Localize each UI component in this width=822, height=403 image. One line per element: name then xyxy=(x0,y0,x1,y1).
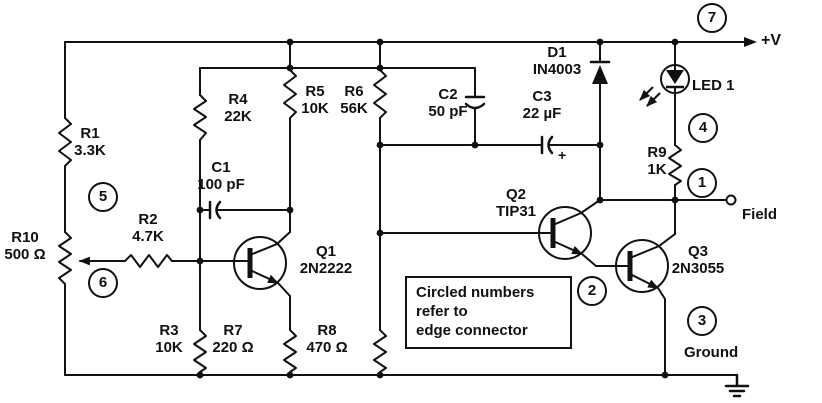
component-label-c2: C2 50 pF xyxy=(424,86,472,120)
r10-ref: R10 xyxy=(11,229,39,246)
r8-value: 470 Ω xyxy=(306,339,348,356)
component-label-q3: Q3 2N3055 xyxy=(666,243,730,277)
c1-ref: C1 xyxy=(211,159,231,176)
c3-capacitor-symbol xyxy=(540,135,554,155)
r7-ref: R7 xyxy=(223,322,243,339)
note-line-2: refer to xyxy=(416,303,468,320)
r10-potentiometer-symbol xyxy=(58,231,72,285)
c3-ref: C3 xyxy=(532,88,552,105)
r4-value: 22K xyxy=(224,108,252,125)
component-label-q2: Q2 TIP31 xyxy=(490,186,542,220)
q1-ref: Q1 xyxy=(315,243,336,260)
edge-connector-pin-4: 4 xyxy=(688,113,718,143)
q3-transistor-symbol xyxy=(615,201,676,375)
component-label-led1: LED 1 xyxy=(692,77,735,94)
c2-value: 50 pF xyxy=(428,103,468,120)
r1-ref: R1 xyxy=(80,125,100,142)
q3-value: 2N3055 xyxy=(671,260,725,277)
component-label-r6: R6 56K xyxy=(334,83,374,117)
supply-arrowhead xyxy=(744,37,757,47)
component-label-r5: R5 10K xyxy=(296,83,334,117)
led-emission-arrow xyxy=(646,92,661,107)
c3-polarity-mark: + xyxy=(558,147,567,163)
q2-transistor-symbol xyxy=(538,199,630,267)
q2-ref: Q2 xyxy=(505,186,526,203)
r6-ref: R6 xyxy=(344,83,364,100)
r6-resistor-symbol xyxy=(373,69,387,119)
edge-connector-pin-3: 3 xyxy=(687,306,717,336)
junction-dots xyxy=(196,38,679,379)
r3-resistor-symbol xyxy=(193,329,207,373)
q1-value: 2N2222 xyxy=(299,260,353,277)
component-label-r3: R3 10K xyxy=(150,322,188,356)
r5-ref: R5 xyxy=(305,83,325,100)
ground-label: Ground xyxy=(684,344,739,361)
component-label-r4: R4 22K xyxy=(216,91,260,125)
led1-symbol xyxy=(639,64,690,107)
r4-ref: R4 xyxy=(228,91,248,108)
r2-ref: R2 xyxy=(138,211,158,228)
ground-symbol xyxy=(724,373,750,398)
c2-ref: C2 xyxy=(438,86,458,103)
q3-ref: Q3 xyxy=(687,243,708,260)
led-emission-arrow xyxy=(639,86,654,101)
component-label-r7: R7 220 Ω xyxy=(206,322,260,356)
component-label-r8: R8 470 Ω xyxy=(300,322,354,356)
note-line-1: Circled numbers xyxy=(416,284,535,301)
c3-value: 22 µF xyxy=(522,105,562,122)
edge-connector-pin-1: 1 xyxy=(687,168,717,198)
r7-resistor-symbol xyxy=(283,329,297,373)
r5-resistor-symbol xyxy=(283,69,297,119)
edge-connector-pin-7: 7 xyxy=(697,3,727,33)
c1-value: 100 pF xyxy=(197,176,245,193)
note-box: Circled numbers refer to edge connector xyxy=(405,276,572,349)
component-label-r10: R10 500 Ω xyxy=(0,229,52,263)
r2-resistor-symbol xyxy=(124,254,173,268)
r3-ref: R3 xyxy=(159,322,179,339)
r4-resistor-symbol xyxy=(193,94,207,141)
r1-resistor-symbol xyxy=(58,117,72,167)
component-label-r2: R2 4.7K xyxy=(122,211,174,245)
supply-label: +V xyxy=(761,32,782,49)
r9-value: 1K xyxy=(647,161,667,178)
note-line-3: edge connector xyxy=(416,322,528,339)
d1-value: IN4003 xyxy=(532,61,582,78)
field-label: Field xyxy=(742,206,778,223)
d1-ref: D1 xyxy=(547,44,567,61)
field-terminal-circle xyxy=(725,194,737,206)
c1-capacitor-symbol xyxy=(208,200,222,220)
c2-capacitor-symbol xyxy=(464,95,486,110)
d1-diode-symbol xyxy=(589,60,611,84)
component-label-d1: D1 IN4003 xyxy=(526,44,588,78)
r5-value: 10K xyxy=(301,100,329,117)
component-label-c3: C3 22 µF xyxy=(516,88,568,122)
r2-value: 4.7K xyxy=(132,228,164,245)
component-label-c1: C1 100 pF xyxy=(192,159,250,193)
q1-transistor-symbol xyxy=(233,118,291,330)
component-label-q1: Q1 2N2222 xyxy=(294,243,358,277)
r1-value: 3.3K xyxy=(74,142,106,159)
r9-ref: R9 xyxy=(647,144,667,161)
edge-connector-pin-5: 5 xyxy=(88,182,118,212)
component-label-r1: R1 3.3K xyxy=(70,125,110,159)
component-label-r9: R9 1K xyxy=(640,144,674,178)
r9-resistor-symbol xyxy=(668,144,682,186)
q2-value: TIP31 xyxy=(495,203,537,220)
edge-connector-pin-2: 2 xyxy=(577,276,607,306)
edge-connector-pin-6: 6 xyxy=(88,268,118,298)
r8-ref: R8 xyxy=(317,322,337,339)
r7-value: 220 Ω xyxy=(212,339,254,356)
r10-value: 500 Ω xyxy=(4,246,46,263)
r3-value: 10K xyxy=(155,339,183,356)
r8-resistor-symbol xyxy=(373,329,387,373)
r6-value: 56K xyxy=(340,100,368,117)
